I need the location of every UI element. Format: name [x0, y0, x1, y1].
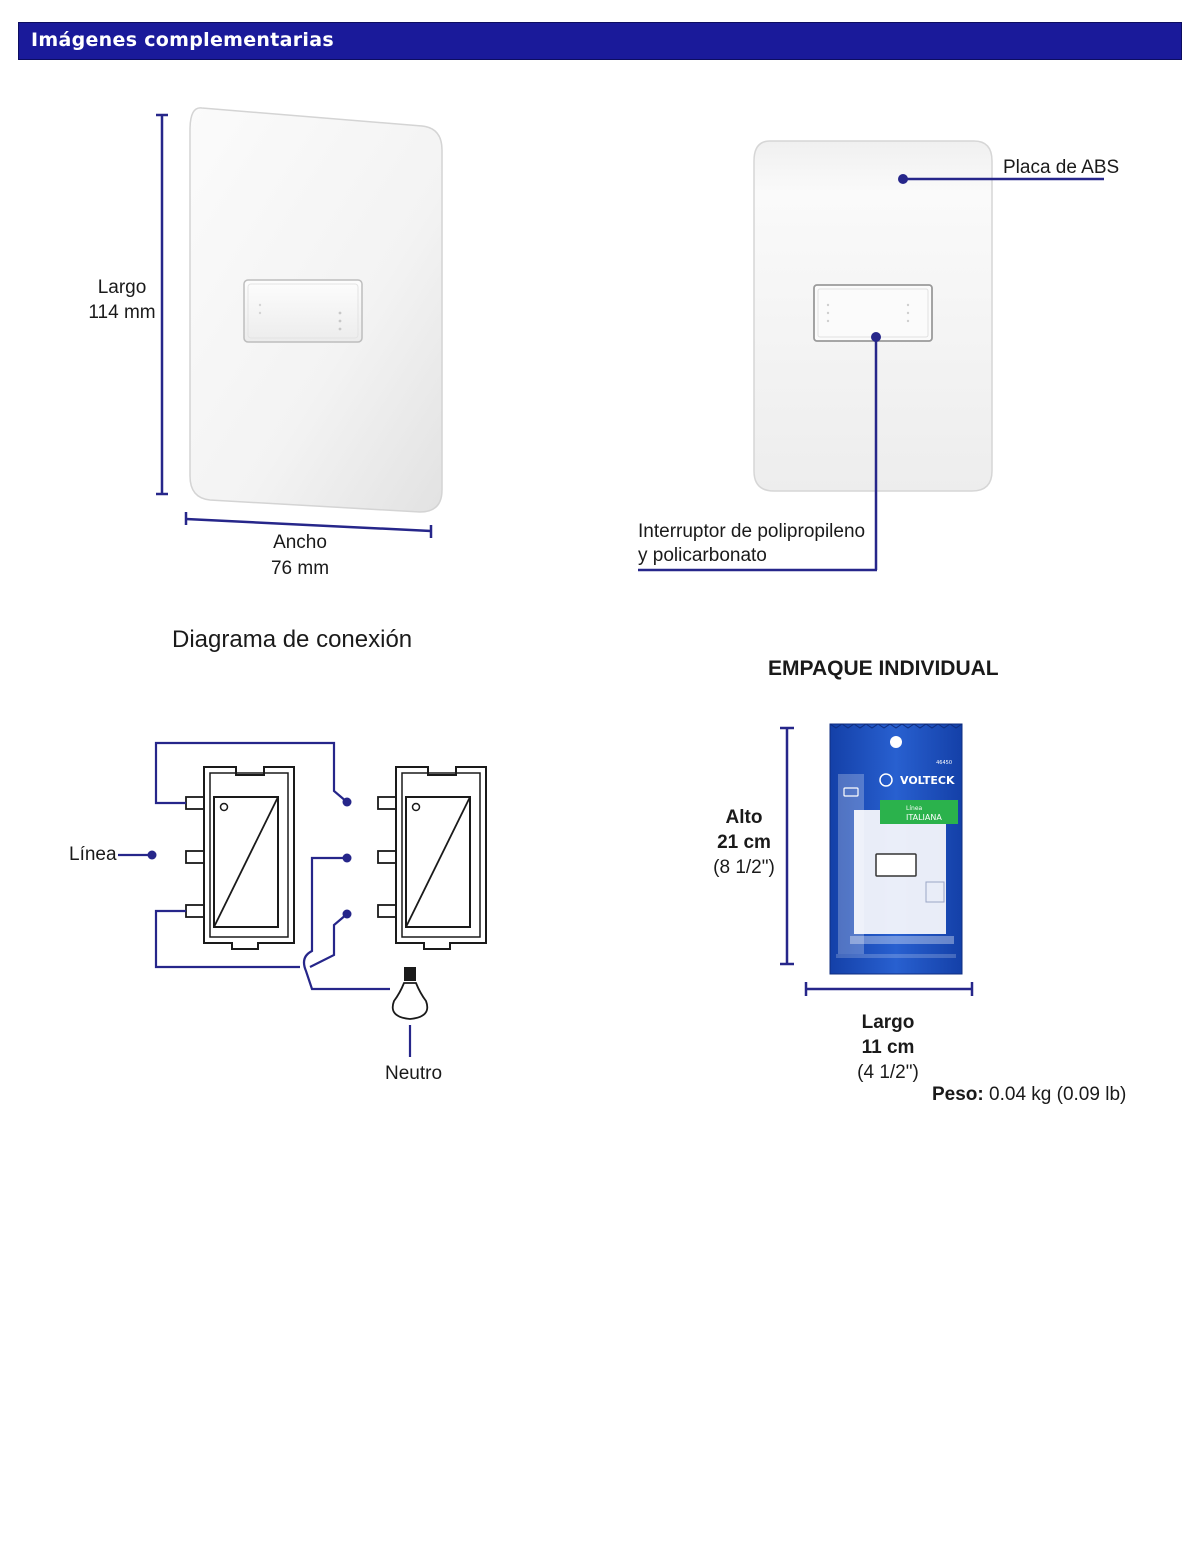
package-weight-label: Peso: — [932, 1084, 984, 1105]
package-sku: 46450 — [936, 760, 952, 766]
width-dimension-line — [184, 512, 433, 538]
package-weight: Peso: 0.04 kg (0.09 lb) — [932, 1083, 1126, 1107]
switch-callout-line2: y policarbonato — [638, 545, 767, 566]
package-weight-value: 0.04 kg (0.09 lb) — [989, 1084, 1127, 1105]
connection-diagram — [118, 741, 487, 1057]
plate-callout-line — [898, 174, 1104, 184]
package-height-value: 21 cm — [717, 832, 771, 853]
package-length-label: Largo — [861, 1012, 915, 1033]
package-line-name-1: Línea — [906, 805, 923, 812]
width-value: 76 mm — [270, 558, 330, 579]
switch-callout-line — [638, 332, 881, 572]
package-length-line — [804, 982, 974, 996]
height-value: 114 mm — [88, 302, 156, 323]
plate-callout-label: Placa de ABS — [1003, 157, 1120, 178]
package-height-line — [780, 726, 794, 966]
height-dimension-line — [156, 113, 168, 496]
switch-callout-line1: Interruptor de polipropileno — [638, 521, 866, 542]
diagram-title: Diagrama de conexión — [172, 626, 413, 653]
width-label: Ancho — [273, 532, 327, 553]
package-height-inches: (8 1/2") — [713, 857, 775, 878]
package-brand: VOLTECK — [900, 774, 955, 787]
package-height-label: Alto — [725, 807, 763, 828]
package-length-value: 11 cm — [861, 1037, 915, 1058]
product-materials-view — [753, 140, 993, 492]
height-label: Largo — [97, 277, 147, 298]
product-front-view — [189, 107, 443, 513]
neutral-label: Neutro — [385, 1063, 443, 1084]
line-label: Línea — [69, 844, 117, 865]
package-photo: VOLTECK 46450 Línea ITALIANA — [829, 723, 963, 975]
package-title: EMPAQUE INDIVIDUAL — [768, 657, 999, 680]
section-title: Imágenes complementarias — [31, 29, 334, 51]
section-header: Imágenes complementarias — [18, 22, 1182, 60]
package-length-inches: (4 1/2") — [857, 1062, 919, 1083]
package-line-name-2: ITALIANA — [906, 813, 942, 822]
